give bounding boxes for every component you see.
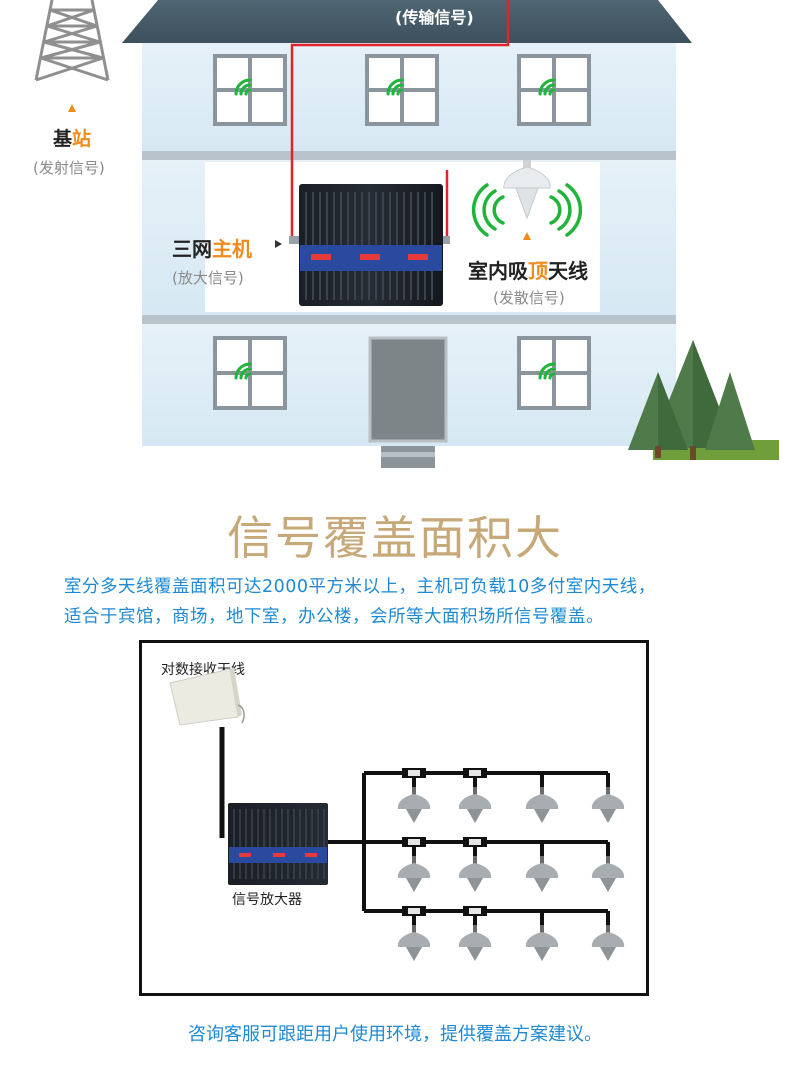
coverage-diagram-frame: 对数接收天线 信号放大器 [139,640,649,996]
window [213,336,287,410]
amplifier-device-icon [299,184,443,306]
splitter-icon [402,837,426,847]
ceiling-antenna-icon [525,925,559,961]
ceiling-antenna-icon [458,925,492,961]
ceiling-antenna-icon [397,856,431,892]
host-sub-label: (放大信号) [172,269,244,287]
ceiling-antenna-icon [397,787,431,823]
floor-divider [142,315,676,324]
host-label: 三网主机 [172,233,252,262]
description-line-1: 室分多天线覆盖面积可达2000平方米以上，主机可负载10多付室内天线， [64,577,656,597]
splitter-icon [463,906,487,916]
transmit-signal-label: (传输信号) [395,8,474,27]
antenna-label: 室内吸顶天线 [468,255,588,284]
antenna-label-part2: 顶 [528,259,548,283]
roof [122,0,692,43]
base-station-label: 基站 [53,124,91,151]
splitter-icon [402,906,426,916]
window [365,54,439,126]
base-station-label-part1: 基 [53,128,73,150]
tree-icon [628,340,779,460]
amplifier-label: 信号放大器 [232,892,302,908]
door [368,336,448,443]
house-illustration [34,0,779,468]
log-periodic-antenna-icon [169,667,245,726]
ceiling-antenna-icon [458,856,492,892]
amplifier-device-icon [228,803,328,885]
window [517,336,591,410]
antenna-sub-label: (发散信号) [493,289,565,307]
coverage-diagram [169,667,625,961]
antenna-label-part1: 室内吸 [468,259,528,283]
headline: 信号覆盖面积大 [227,511,563,565]
floor-divider [142,151,676,160]
ceiling-antenna-icon [591,925,625,961]
description-line-2: 适合于宾馆，商场，地下室，办公楼，会所等大面积场所信号覆盖。 [64,607,604,627]
window [213,54,287,126]
wifi-signal-icon [471,183,583,237]
tower-icon [34,0,110,82]
ceiling-antenna-icon [458,787,492,823]
ceiling-antenna-icon [591,856,625,892]
base-station-label-part2: 站 [72,128,92,150]
ceiling-antenna-icon [525,787,559,823]
ceiling-antenna-icon [525,856,559,892]
antenna-label-part3: 天线 [548,259,588,283]
ceiling-antenna-icon [591,787,625,823]
splitter-icon [463,837,487,847]
splitter-icon [463,768,487,778]
ceiling-antenna-icon [503,160,551,220]
ceiling-antenna-icon [397,925,431,961]
host-label-part1: 三网 [172,237,212,261]
window [517,54,591,126]
footer-note: 咨询客服可跟距用户使用环境，提供覆盖方案建议。 [188,1024,602,1045]
base-station-sub-label: (发射信号) [33,159,105,177]
host-label-part2: 主机 [212,237,252,261]
splitter-icon [402,768,426,778]
